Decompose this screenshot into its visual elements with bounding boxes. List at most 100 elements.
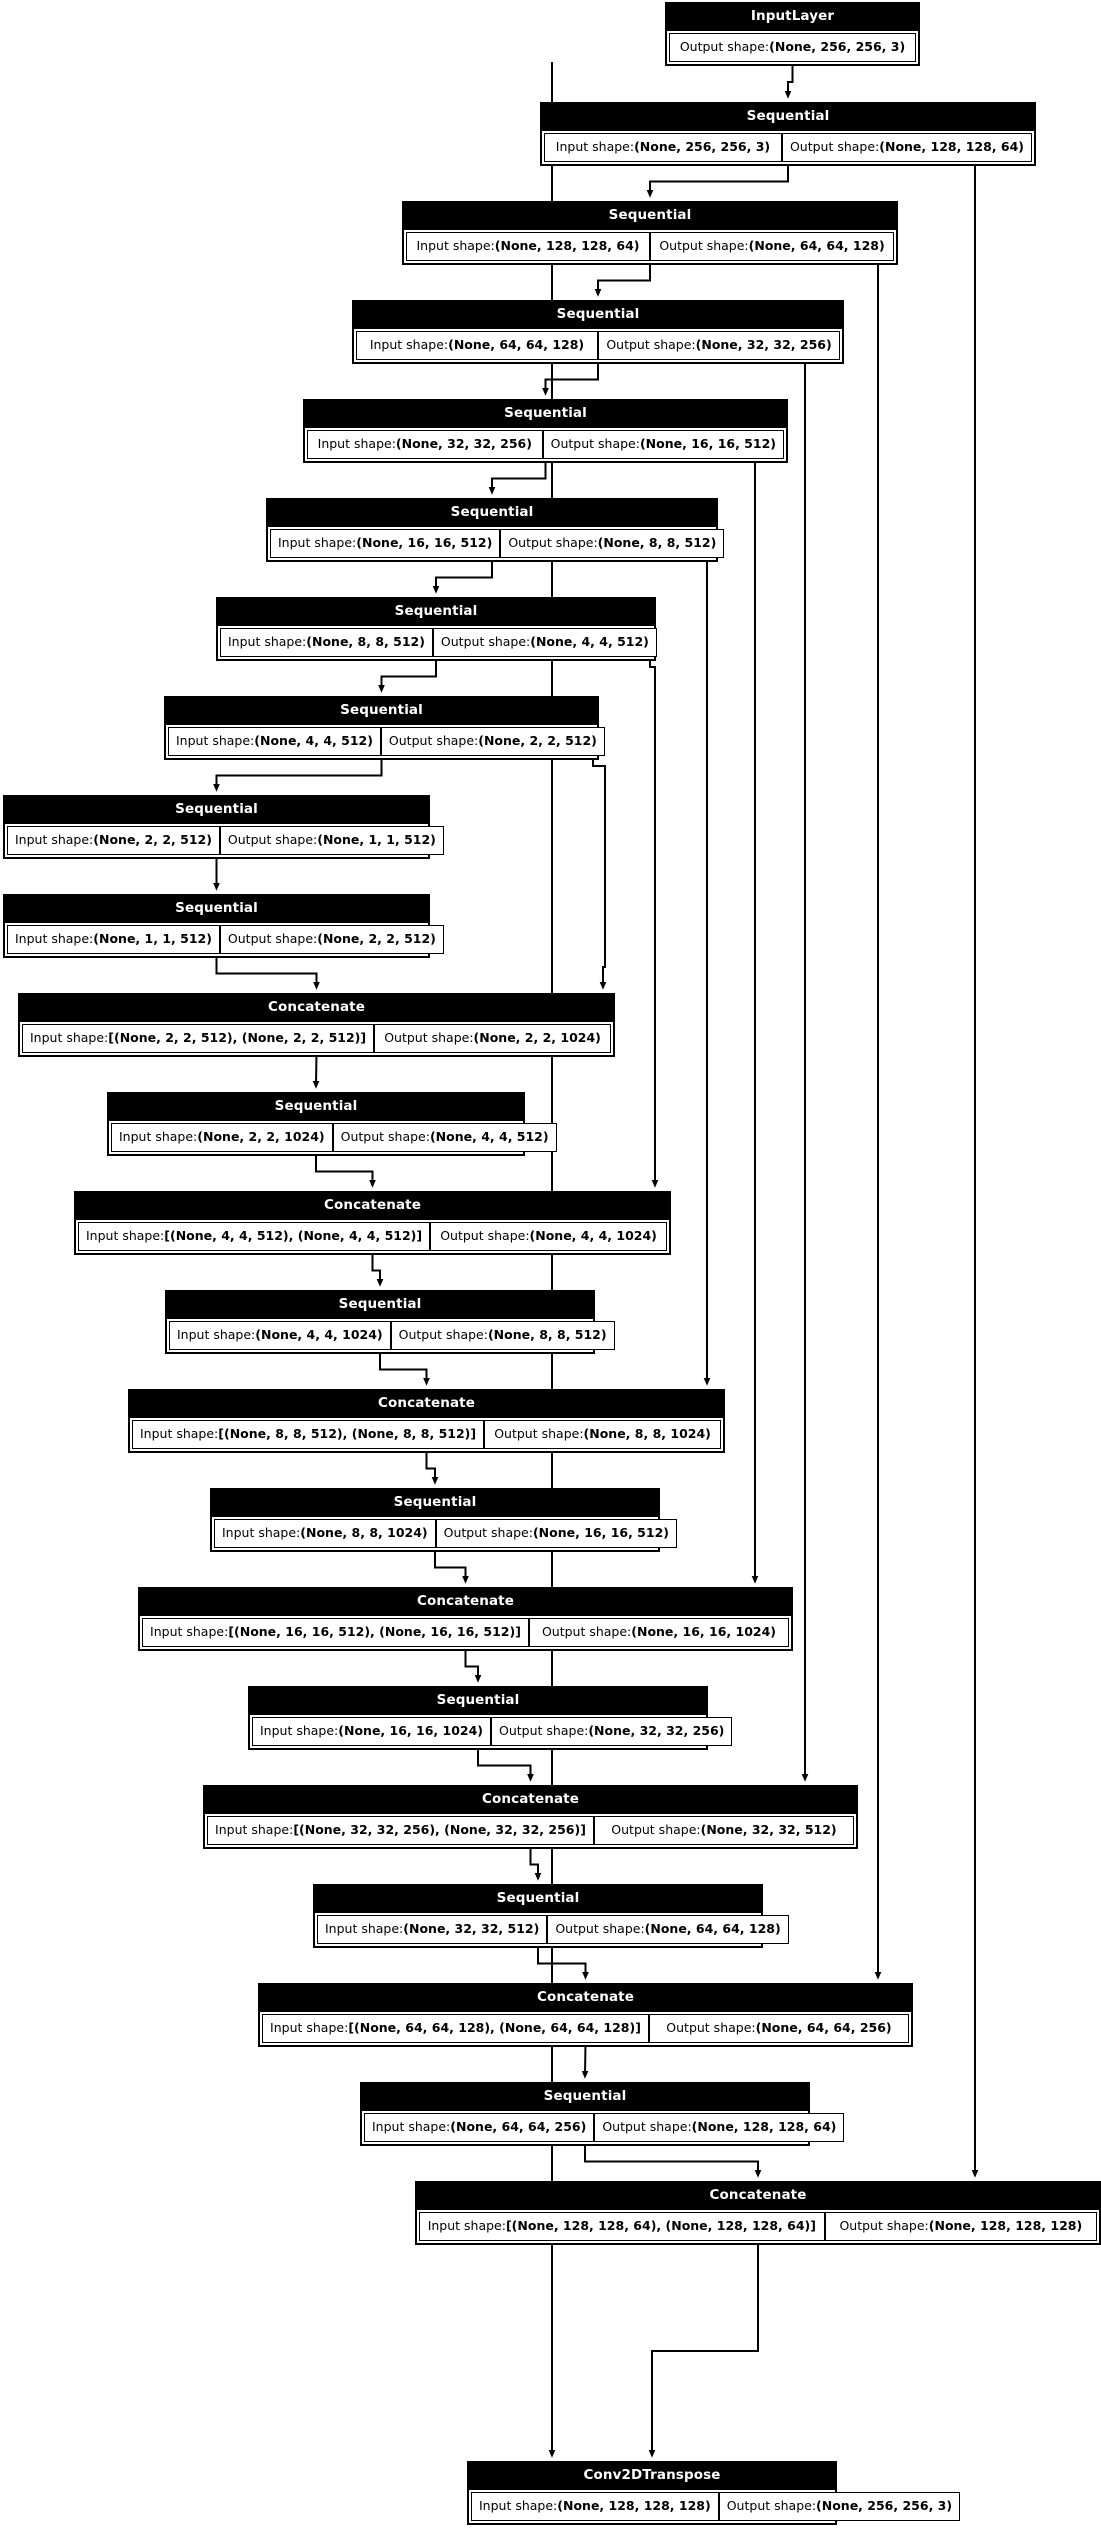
input-shape-cell: Input shape: (None, 256, 256, 3) xyxy=(544,132,782,162)
input-shape-cell: Input shape: (None, 128, 128, 128) xyxy=(471,2491,719,2521)
output-shape-cell-value: (None, 64, 64, 128) xyxy=(644,1920,781,1936)
output-shape-cell-value: (None, 128, 128, 64) xyxy=(691,2118,837,2134)
connector-edge xyxy=(784,62,794,99)
layer-type-label: Sequential xyxy=(362,2084,808,2111)
input-shape-cell-value: (None, 32, 32, 512) xyxy=(403,1920,540,1936)
input-shape-cell-value: (None, 1, 1, 512) xyxy=(93,930,212,946)
input-shape-cell: Input shape: (None, 32, 32, 512) xyxy=(317,1914,548,1944)
layer-shape-row: Input shape: (None, 256, 256, 3)Output s… xyxy=(542,130,1034,164)
output-shape-cell: Output shape: (None, 4, 4, 512) xyxy=(432,627,657,657)
layer-type-label: Sequential xyxy=(167,1292,593,1319)
output-shape-cell-value: (None, 16, 16, 512) xyxy=(532,1524,669,1540)
output-shape-cell-value: (None, 64, 64, 128) xyxy=(748,237,885,253)
output-shape-cell: Output shape: (None, 8, 8, 512) xyxy=(500,528,725,558)
layer-shape-row: Input shape: [(None, 8, 8, 512), (None, … xyxy=(130,1417,723,1451)
layer-shape-row: Output shape: (None, 256, 256, 3) xyxy=(667,30,918,64)
connector-edge xyxy=(464,1647,482,1683)
input-shape-cell-value: [(None, 64, 64, 128), (None, 64, 64, 128… xyxy=(348,2019,641,2035)
connector-edge xyxy=(537,1944,589,1980)
output-shape-cell: Output shape: (None, 128, 128, 64) xyxy=(594,2112,845,2142)
output-shape-cell-value: (None, 8, 8, 512) xyxy=(487,1326,607,1342)
input-shape-cell: Input shape: (None, 64, 64, 256) xyxy=(364,2112,595,2142)
input-shape-cell: Input shape: [(None, 16, 16, 512), (None… xyxy=(142,1617,529,1647)
layer-shape-row: Input shape: (None, 64, 64, 256)Output s… xyxy=(362,2110,845,2144)
layer-shape-row: Input shape: (None, 32, 32, 256)Output s… xyxy=(305,427,786,461)
connector-edge xyxy=(312,1052,320,1089)
layer-shape-row: Input shape: (None, 1, 1, 512)Output sha… xyxy=(5,922,444,956)
output-shape-cell: Output shape: (None, 32, 32, 256) xyxy=(598,330,840,360)
connector-edge xyxy=(649,657,659,1188)
connector-edge xyxy=(594,261,651,297)
output-shape-cell-value: (None, 256, 256, 3) xyxy=(769,38,906,54)
layer-type-label: Sequential xyxy=(109,1094,523,1121)
layer-shape-row: Input shape: (None, 4, 4, 1024)Output sh… xyxy=(167,1318,615,1352)
output-shape-cell: Output shape: (None, 128, 128, 64) xyxy=(781,132,1032,162)
output-shape-cell: Output shape: (None, 4, 4, 1024) xyxy=(430,1221,667,1251)
input-shape-cell: Input shape: (None, 8, 8, 1024) xyxy=(214,1518,436,1548)
layer-shape-row: Input shape: [(None, 32, 32, 256), (None… xyxy=(205,1813,856,1847)
input-shape-cell-value: [(None, 128, 128, 64), (None, 128, 128, … xyxy=(505,2217,816,2233)
layer-shape-row: Input shape: [(None, 2, 2, 512), (None, … xyxy=(20,1021,613,1055)
input-shape-cell-value: (None, 64, 64, 256) xyxy=(450,2118,587,2134)
output-shape-cell: Output shape: (None, 1, 1, 512) xyxy=(219,825,444,855)
layer-type-label: Sequential xyxy=(542,104,1034,131)
layer-type-label: Sequential xyxy=(250,1688,706,1715)
input-shape-cell: Input shape: (None, 32, 32, 256) xyxy=(307,429,543,459)
output-shape-cell: Output shape: (None, 64, 64, 256) xyxy=(648,2013,909,2043)
connector-edge xyxy=(371,1251,384,1287)
input-shape-cell-value: (None, 256, 256, 3) xyxy=(634,138,771,154)
output-shape-cell-value: (None, 4, 4, 1024) xyxy=(529,1227,657,1243)
layer-shape-row: Input shape: (None, 128, 128, 64)Output … xyxy=(404,229,896,263)
layer-shape-row: Input shape: [(None, 64, 64, 128), (None… xyxy=(260,2011,911,2045)
layer-type-label: Concatenate xyxy=(140,1589,791,1616)
output-shape-cell-value: (None, 16, 16, 1024) xyxy=(631,1623,776,1639)
input-shape-cell-value: (None, 4, 4, 1024) xyxy=(255,1326,383,1342)
layer-type-label: Sequential xyxy=(218,599,654,626)
input-shape-cell-value: (None, 2, 2, 1024) xyxy=(197,1128,325,1144)
layer-shape-row: Input shape: (None, 8, 8, 512)Output sha… xyxy=(218,625,657,659)
layer-type-label: Sequential xyxy=(354,302,842,329)
input-shape-cell: Input shape: [(None, 32, 32, 256), (None… xyxy=(207,1815,594,1845)
input-shape-cell: Input shape: [(None, 4, 4, 512), (None, … xyxy=(78,1221,431,1251)
layer-type-label: Sequential xyxy=(404,203,896,230)
layer-shape-row: Input shape: (None, 32, 32, 512)Output s… xyxy=(315,1912,789,1946)
connector-edge xyxy=(584,2142,762,2178)
layer-shape-row: Input shape: (None, 2, 2, 512)Output sha… xyxy=(5,823,444,857)
input-shape-cell-value: (None, 4, 4, 512) xyxy=(254,732,373,748)
layer-type-label: Concatenate xyxy=(417,2183,1099,2210)
layer-shape-row: Input shape: [(None, 16, 16, 512), (None… xyxy=(140,1615,791,1649)
input-shape-cell: Input shape: (None, 4, 4, 512) xyxy=(168,726,381,756)
input-shape-cell: Input shape: (None, 128, 128, 64) xyxy=(406,231,650,261)
input-shape-cell: Input shape: [(None, 64, 64, 128), (None… xyxy=(262,2013,649,2043)
output-shape-cell: Output shape: (None, 16, 16, 512) xyxy=(435,1518,677,1548)
layer-type-label: Sequential xyxy=(212,1490,658,1517)
layer-type-label: Concatenate xyxy=(205,1787,856,1814)
output-shape-cell: Output shape: (None, 2, 2, 512) xyxy=(219,924,444,954)
output-shape-cell-value: (None, 32, 32, 256) xyxy=(588,1722,725,1738)
layer-shape-row: Input shape: [(None, 128, 128, 64), (Non… xyxy=(417,2209,1099,2243)
layer-shape-row: Input shape: (None, 2, 2, 1024)Output sh… xyxy=(109,1120,557,1154)
layer-shape-row: Input shape: (None, 4, 4, 512)Output sha… xyxy=(166,724,605,758)
output-shape-cell: Output shape: (None, 256, 256, 3) xyxy=(669,32,916,62)
output-shape-cell: Output shape: (None, 4, 4, 512) xyxy=(332,1122,557,1152)
connector-edge xyxy=(379,1350,430,1386)
output-shape-cell-value: (None, 2, 2, 512) xyxy=(478,732,597,748)
input-shape-cell-value: (None, 2, 2, 512) xyxy=(93,831,212,847)
layer-type-label: Concatenate xyxy=(130,1391,723,1418)
input-shape-cell: Input shape: (None, 16, 16, 1024) xyxy=(252,1716,492,1746)
input-shape-cell: Input shape: (None, 2, 2, 1024) xyxy=(111,1122,333,1152)
input-shape-cell: Input shape: (None, 64, 64, 128) xyxy=(356,330,598,360)
